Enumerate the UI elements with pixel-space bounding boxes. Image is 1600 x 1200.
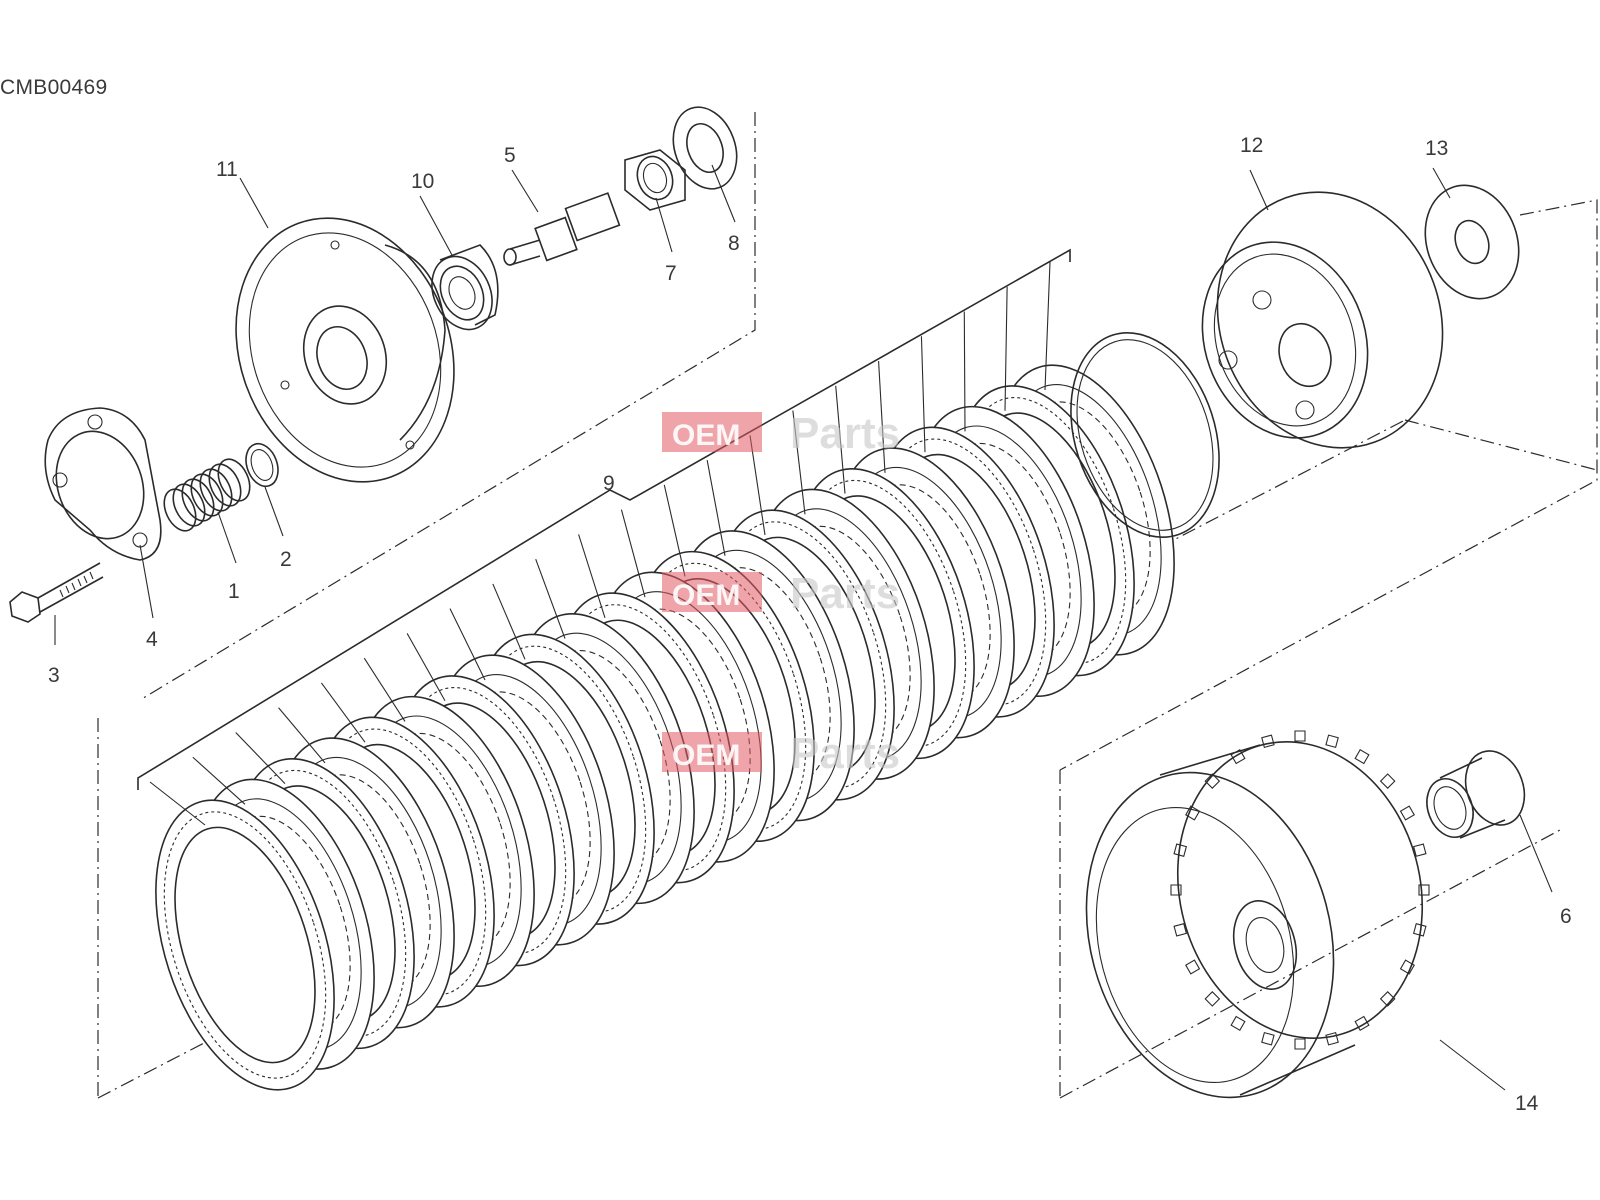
clutch-plate-stack xyxy=(155,332,1220,1091)
callout-12: 12 xyxy=(1240,134,1263,157)
nut xyxy=(624,149,686,211)
diagram-id-label: CMB00469 xyxy=(0,76,108,99)
clutch-hub xyxy=(1201,191,1444,449)
bearing xyxy=(431,244,499,331)
watermark-left-text: OEM xyxy=(672,579,740,612)
callout-8: 8 xyxy=(728,232,740,255)
callout-13: 13 xyxy=(1425,137,1448,160)
callout-9: 9 xyxy=(603,472,615,495)
watermark-right-text: Parts xyxy=(790,569,900,618)
callouts: 11 10 5 7 8 12 13 9 1 2 4 3 6 14 xyxy=(48,134,1572,1115)
callout-6: 6 xyxy=(1560,905,1572,928)
clutch-basket xyxy=(1085,730,1430,1099)
callout-3: 3 xyxy=(48,664,60,687)
watermark-left-text: OEM xyxy=(672,419,740,452)
pressure-plate xyxy=(235,217,455,483)
callout-1: 1 xyxy=(228,580,240,603)
spring xyxy=(163,458,251,532)
callout-14: 14 xyxy=(1515,1092,1539,1115)
watermark: OEM Parts OEM Parts OEM Parts xyxy=(662,409,900,778)
leader-lines xyxy=(54,164,1553,1091)
bushing xyxy=(1426,750,1526,839)
watermark-right-text: Parts xyxy=(790,729,900,778)
thrust-washer xyxy=(1424,184,1520,300)
callout-4: 4 xyxy=(146,628,158,651)
callout-5: 5 xyxy=(504,144,516,167)
callout-11: 11 xyxy=(216,158,238,181)
retaining-ring xyxy=(245,442,279,488)
callout-7: 7 xyxy=(665,262,677,285)
cover-plate xyxy=(44,407,162,561)
pushrod xyxy=(503,192,621,266)
bolt xyxy=(9,562,104,623)
watermark-right-text: Parts xyxy=(790,409,900,458)
bracket-9 xyxy=(137,248,1071,790)
callout-10: 10 xyxy=(411,170,434,193)
watermark-left-text: OEM xyxy=(672,739,740,772)
callout-2: 2 xyxy=(280,548,292,571)
clutch-plate xyxy=(155,799,335,1091)
lock-washer xyxy=(672,106,738,190)
